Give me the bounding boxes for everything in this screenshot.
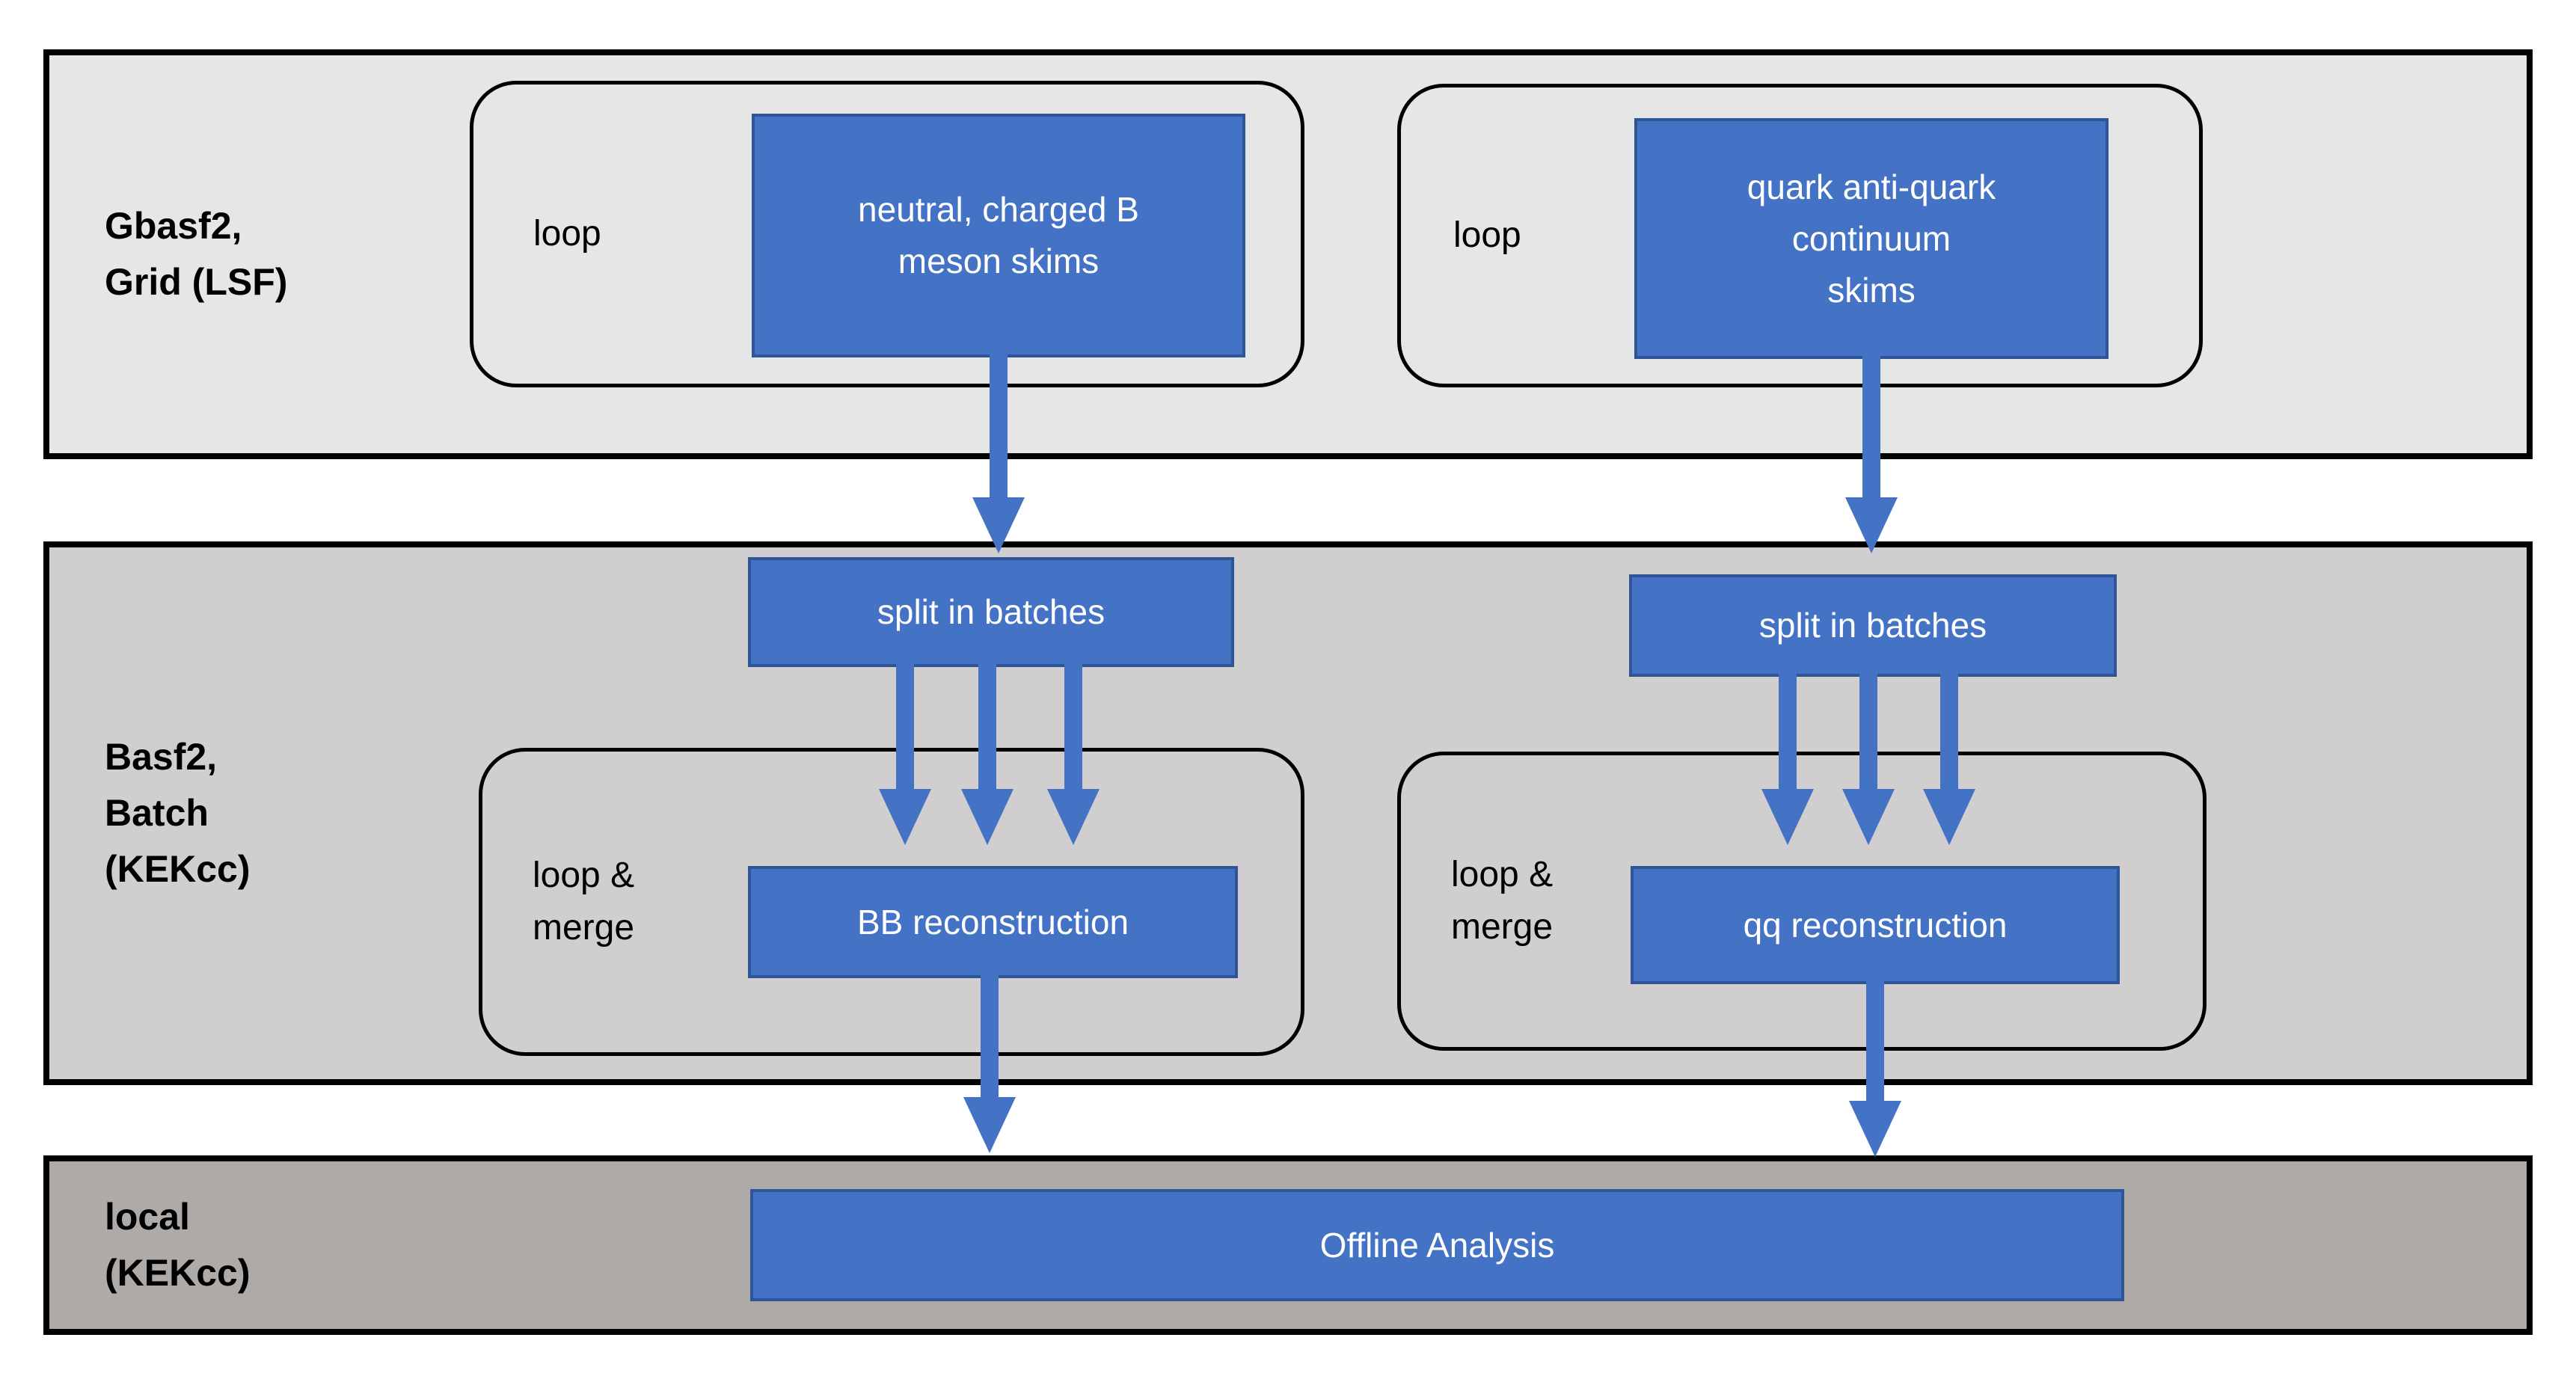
arrow-head-icon <box>1845 497 1898 553</box>
node-offline-analysis: Offline Analysis <box>750 1189 2124 1301</box>
arrow-stem <box>896 664 914 790</box>
arrow-stem <box>1940 674 1958 790</box>
loop-frame-middle-right <box>1397 752 2207 1051</box>
band-label-gbasf2-grid: Gbasf2, Grid (LSF) <box>105 205 288 303</box>
arrow-head-icon <box>1842 789 1895 845</box>
band-label-basf2-batch: Basf2, Batch (KEKcc) <box>105 736 251 890</box>
arrow-head-icon <box>879 789 931 845</box>
arrow-head-icon <box>961 789 1013 845</box>
arrow-head-icon <box>1923 789 1975 845</box>
node-continuum-skims: quark anti-quark continuum skims <box>1634 118 2109 359</box>
node-bb-reconstruction: BB reconstruction <box>748 866 1238 978</box>
node-b-meson-skims: neutral, charged B meson skims <box>752 114 1245 357</box>
node-split-left: split in batches <box>748 557 1234 667</box>
arrow-stem <box>978 664 996 790</box>
loop-frame-top-left <box>470 81 1304 387</box>
arrow-stem <box>981 975 999 1099</box>
arrow-stem <box>1862 356 1880 499</box>
band-basf2-batch <box>43 541 2533 1085</box>
arrow-head-icon <box>1761 789 1814 845</box>
loop-label-top-right: loop <box>1453 215 1521 256</box>
loop-merge-label-middle-left: loop & merge <box>533 856 635 948</box>
arrow-stem <box>1866 981 1884 1102</box>
arrow-stem <box>1779 674 1797 790</box>
arrow-head-icon <box>972 497 1025 553</box>
node-split-right: split in batches <box>1629 574 2117 677</box>
node-qq-reconstruction: qq reconstruction <box>1631 866 2120 984</box>
arrow-stem <box>990 354 1008 499</box>
arrow-stem <box>1859 674 1877 790</box>
loop-merge-label-middle-right: loop & merge <box>1451 855 1554 947</box>
loop-frame-middle-left <box>479 748 1304 1056</box>
arrow-head-icon <box>963 1097 1016 1153</box>
arrow-stem <box>1064 664 1082 790</box>
arrow-head-icon <box>1047 789 1100 845</box>
arrow-head-icon <box>1849 1101 1901 1157</box>
loop-label-top-left: loop <box>533 214 601 254</box>
band-label-local-kekcc: local (KEKcc) <box>105 1196 251 1294</box>
loop-frame-top-right <box>1397 84 2203 387</box>
